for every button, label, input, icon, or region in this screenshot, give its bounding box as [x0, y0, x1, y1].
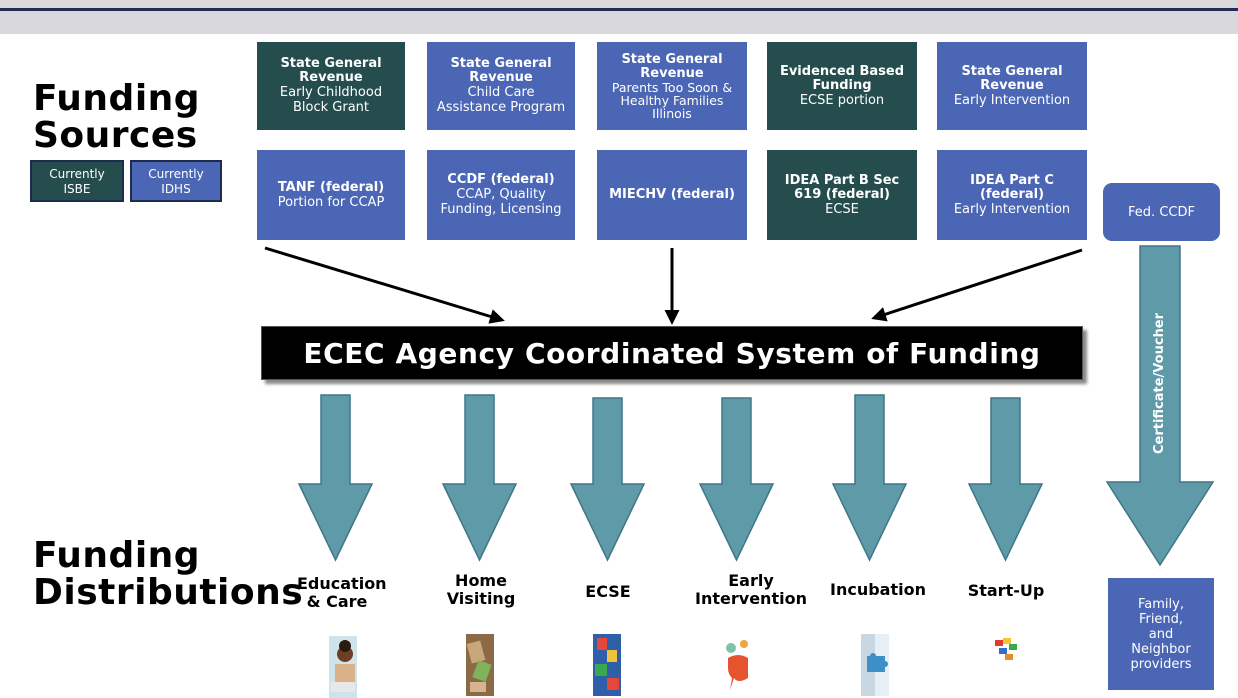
dist-line: Start-Up — [967, 581, 1045, 600]
ffn-line: Neighbor — [1131, 641, 1191, 657]
heading-line: Distributions — [33, 572, 304, 613]
source-box-tanf: TANF (federal) Portion for CCAP — [257, 150, 405, 240]
source-title: State General Revenue — [280, 56, 382, 85]
source-subtitle: Early Intervention — [953, 201, 1071, 217]
legend-idhs: Currently IDHS — [130, 160, 222, 202]
source-title: TANF (federal) — [277, 179, 385, 195]
speech-bubble-photo-icon — [724, 634, 752, 696]
legend-line: ISBE — [63, 182, 91, 196]
funding-distributions-heading: Funding Distributions — [33, 537, 303, 611]
dist-arrow-early-intervention — [698, 397, 775, 562]
source-subtitle: CCAP, Quality Funding, Licensing — [440, 187, 562, 217]
source-box-evidence-based-funding: Evidenced Based Funding ECSE portion — [767, 42, 917, 130]
banner-title: ECEC Agency Coordinated System of Fundin… — [303, 336, 1041, 370]
voucher-label: Certificate/Voucher — [1147, 268, 1173, 498]
dist-label-start-up: Start-Up — [962, 582, 1050, 600]
building-blocks-photo-icon — [993, 636, 1021, 666]
tags-photo-icon — [466, 634, 494, 696]
source-box-state-general-revenue-ei: State General Revenue Early Intervention — [937, 42, 1087, 130]
top-header-bar — [0, 0, 1238, 34]
ffn-providers-box: Family, Friend, and Neighbor providers — [1108, 578, 1214, 690]
coordinated-system-banner: ECEC Agency Coordinated System of Fundin… — [261, 326, 1083, 380]
source-box-ccdf: CCDF (federal) CCAP, Quality Funding, Li… — [427, 150, 575, 240]
source-box-state-general-revenue-pts: State General Revenue Parents Too Soon &… — [597, 42, 747, 130]
source-subtitle: Early Intervention — [953, 92, 1071, 108]
heading-line: Funding — [33, 535, 201, 576]
ffn-line: and — [1148, 626, 1174, 642]
alphabet-blocks-photo-icon — [593, 634, 621, 696]
source-subtitle: ECSE — [825, 201, 859, 217]
legend-line: IDHS — [161, 182, 191, 196]
dist-arrow-incubation — [831, 394, 908, 562]
dist-arrow-ecse — [569, 397, 646, 562]
arrow-right-to-banner — [871, 248, 1083, 322]
legend-isbe: Currently ISBE — [30, 160, 124, 202]
ffn-line: Friend, — [1138, 611, 1184, 627]
source-title: CCDF (federal) — [447, 172, 555, 187]
ffn-line: providers — [1130, 656, 1192, 672]
source-title: Evidenced Based Funding — [779, 63, 905, 93]
puzzle-photo-icon — [861, 634, 889, 696]
child-reading-photo-icon — [329, 636, 357, 698]
dist-arrow-start-up — [967, 397, 1044, 562]
source-box-idea-part-b: IDEA Part B Sec 619 (federal) ECSE — [767, 150, 917, 240]
source-title: State General Revenue — [450, 56, 552, 85]
source-subtitle: Parents Too Soon & Healthy Families Illi… — [611, 79, 733, 121]
legend-line: Currently — [148, 167, 204, 181]
source-subtitle: Portion for CCAP — [277, 194, 385, 210]
source-title: State General Revenue — [621, 51, 723, 81]
dist-label-early-intervention: Early Intervention — [686, 572, 816, 608]
source-title: IDEA Part B Sec 619 (federal) — [784, 172, 900, 202]
dist-line: Intervention — [695, 589, 807, 608]
dist-label-ecse: ECSE — [572, 583, 644, 601]
dist-label-home-visiting: Home Visiting — [441, 572, 521, 608]
dist-line: Incubation — [830, 580, 926, 599]
header-stripe — [0, 8, 1238, 11]
dist-arrow-home-visiting — [441, 394, 518, 562]
legend-line: Currently — [49, 167, 105, 181]
heading-line: Funding — [33, 78, 201, 119]
source-title: MIECHV (federal) — [609, 187, 735, 202]
source-subtitle: Early Childhood Block Grant — [279, 85, 383, 115]
source-box-state-general-revenue-ecbg: State General Revenue Early Childhood Bl… — [257, 42, 405, 130]
source-title: State General Revenue — [961, 63, 1063, 93]
arrow-left-to-banner — [264, 246, 505, 324]
dist-line: Visiting — [446, 589, 516, 608]
dist-line: Early — [728, 571, 774, 590]
source-box-state-general-revenue-ccap: State General Revenue Child Care Assista… — [427, 42, 575, 130]
dist-line: ECSE — [585, 582, 631, 601]
dist-line: & Care — [306, 592, 368, 611]
heading-line: Sources — [33, 115, 198, 156]
dist-label-education-care: Education & Care — [297, 574, 387, 611]
source-box-miechv: MIECHV (federal) — [597, 150, 747, 240]
dist-arrow-voucher — [1105, 245, 1215, 567]
ffn-line: Family, — [1138, 596, 1184, 612]
source-subtitle: Child Care Assistance Program — [436, 85, 566, 115]
source-subtitle: ECSE portion — [799, 92, 885, 108]
fed-ccdf-label: Fed. CCDF — [1128, 204, 1195, 220]
source-title: IDEA Part C (federal) — [970, 172, 1054, 202]
fed-ccdf-box: Fed. CCDF — [1103, 183, 1220, 241]
dist-line: Education — [297, 574, 387, 593]
voucher-text: Certificate/Voucher — [1152, 312, 1168, 454]
funding-sources-heading: Funding Sources — [33, 80, 200, 154]
dist-label-incubation: Incubation — [823, 581, 933, 599]
source-box-idea-part-c: IDEA Part C (federal) Early Intervention — [937, 150, 1087, 240]
dist-arrow-education-care — [297, 394, 374, 562]
dist-line: Home — [455, 571, 507, 590]
